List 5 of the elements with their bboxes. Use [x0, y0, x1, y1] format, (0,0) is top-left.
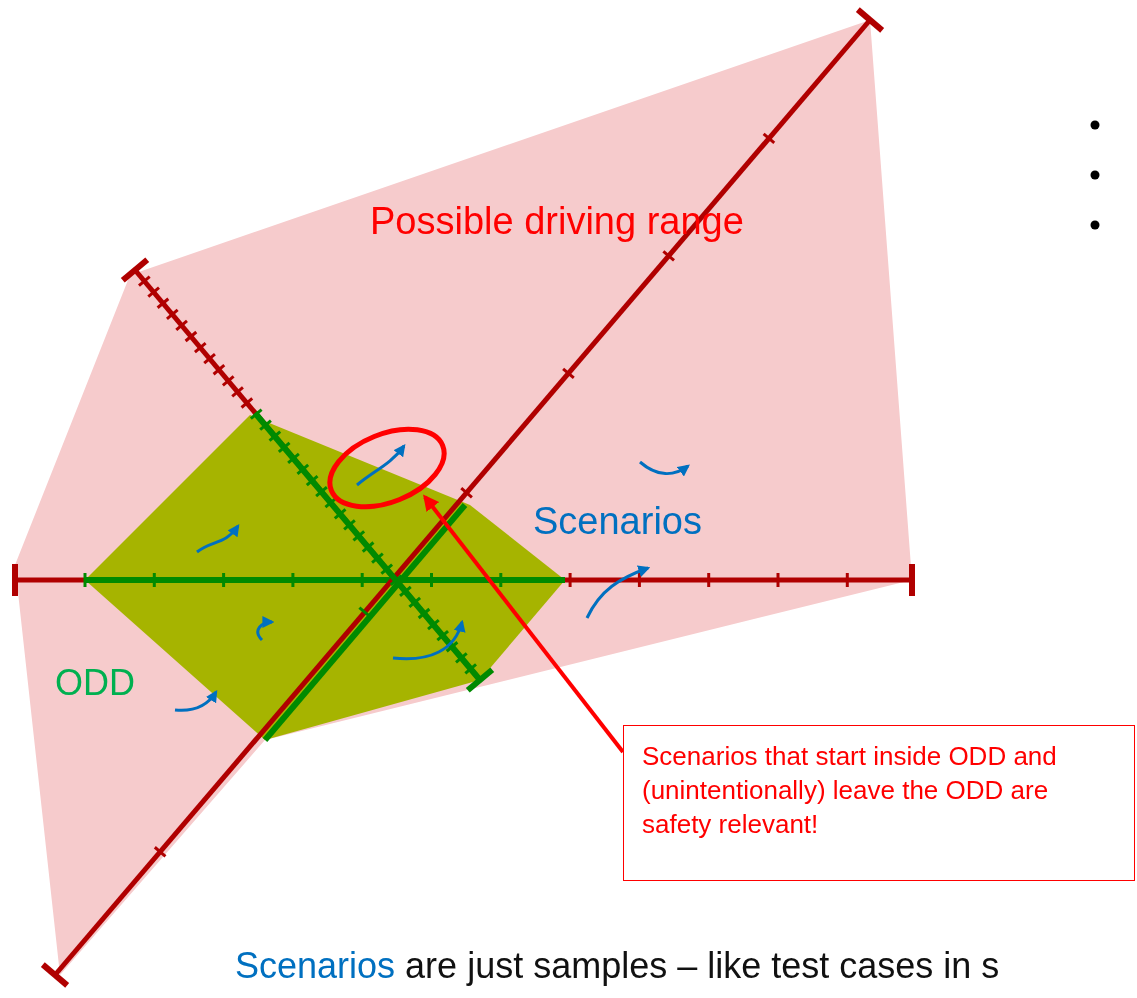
- callout-box: Scenarios that start inside ODD and (unintentionally) leave the ODD are safety relevant!: [623, 725, 1135, 881]
- region-label: ODD: [55, 662, 135, 704]
- leader-line: [423, 494, 625, 754]
- scenario-label: Scenarios: [533, 500, 702, 544]
- footer-sentence: Scenarios are just samples – like test cases in s: [235, 945, 1000, 987]
